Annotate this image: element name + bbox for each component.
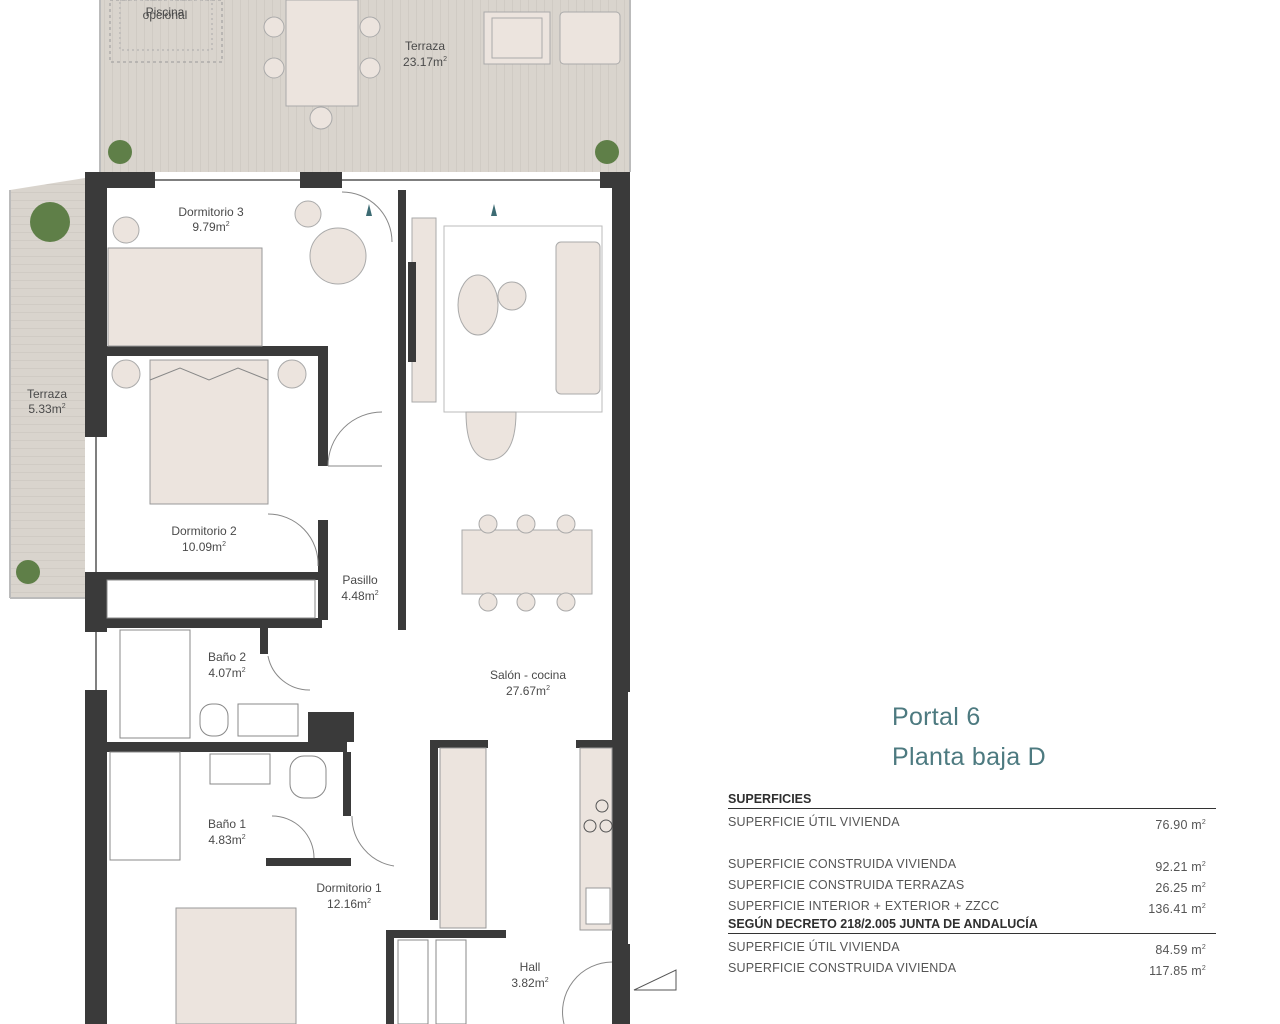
terrace-left-name: Terraza — [27, 387, 67, 401]
row-label: SUPERFICIE INTERIOR + EXTERIOR + ZZCC — [728, 899, 1000, 913]
portal-title: Portal 6 — [892, 703, 981, 731]
row-value: 136.41 m2 — [1148, 902, 1206, 917]
dormitorio2-area: 10.09m2 — [182, 540, 226, 554]
dormitorio1-name: Dormitorio 1 — [316, 881, 382, 895]
table-row: SUPERFICIE INTERIOR + EXTERIOR + ZZCC 13… — [728, 896, 1216, 917]
salon-name: Salón - cocina — [490, 668, 566, 682]
row-value: 92.21 m2 — [1155, 860, 1206, 875]
bano2-name: Baño 2 — [208, 650, 246, 664]
plant-icon — [595, 140, 619, 164]
bano1-name: Baño 1 — [208, 817, 246, 831]
dormitorio2-name: Dormitorio 2 — [171, 524, 237, 538]
floor-plan: Piscina opcional Terraza 23.17m2 Terraza… — [9, 0, 677, 1024]
table-row: SUPERFICIE ÚTIL VIVIENDA 76.90 m2 — [728, 812, 1216, 833]
table-row: SUPERFICIE CONSTRUIDA VIVIENDA 92.21 m2 — [728, 854, 1216, 875]
entry-arrow-icon — [633, 969, 677, 991]
dormitorio3-name: Dormitorio 3 — [178, 205, 244, 219]
hall-name: Hall — [520, 960, 541, 974]
hall-area: 3.82m2 — [511, 976, 548, 990]
bano2-area: 4.07m2 — [208, 666, 245, 680]
pool-label: Piscina — [146, 5, 185, 19]
surface-table: SUPERFICIES SUPERFICIE ÚTIL VIVIENDA 76.… — [728, 792, 1216, 979]
row-value: 84.59 m2 — [1155, 943, 1206, 958]
optional-pool — [109, 0, 223, 63]
pasillo-name: Pasillo — [342, 573, 378, 587]
entry-arrow-icon — [366, 204, 372, 216]
pool-label-2: opcional — [143, 8, 188, 22]
row-label: SUPERFICIE CONSTRUIDA TERRAZAS — [728, 878, 965, 892]
row-label: SUPERFICIE CONSTRUIDA VIVIENDA — [728, 961, 957, 975]
plant-icon — [108, 140, 132, 164]
plant-icon — [16, 560, 40, 584]
dormitorio1-area: 12.16m2 — [327, 897, 371, 911]
walls — [85, 172, 630, 1024]
salon-area: 27.67m2 — [506, 684, 550, 698]
plant-icon — [30, 202, 70, 242]
terrace-top-area: 23.17m2 — [403, 55, 447, 69]
table-row: SUPERFICIE CONSTRUIDA VIVIENDA 117.85 m2 — [728, 958, 1216, 979]
terrace-left — [10, 178, 85, 598]
dormitorio3-area: 9.79m2 — [192, 220, 229, 234]
row-label: SUPERFICIE ÚTIL VIVIENDA — [728, 940, 900, 954]
entry-arrow-icon — [491, 204, 497, 216]
bano1-area: 4.83m2 — [208, 833, 245, 847]
table-row: SUPERFICIE ÚTIL VIVIENDA 84.59 m2 — [728, 937, 1216, 958]
terrace-left-area: 5.33m2 — [28, 402, 65, 416]
table-row: SUPERFICIE CONSTRUIDA TERRAZAS 26.25 m2 — [728, 875, 1216, 896]
section-superficies: SUPERFICIES — [728, 792, 1216, 809]
terrace-top-name: Terraza — [405, 39, 445, 53]
planta-title: Planta baja D — [892, 743, 1046, 771]
row-value: 76.90 m2 — [1155, 818, 1206, 833]
row-label: SUPERFICIE ÚTIL VIVIENDA — [728, 815, 900, 829]
section-decreto: SEGÚN DECRETO 218/2.005 JUNTA DE ANDALUC… — [728, 917, 1216, 934]
row-value: 117.85 m2 — [1149, 964, 1206, 979]
row-value: 26.25 m2 — [1155, 881, 1206, 896]
row-label: SUPERFICIE CONSTRUIDA VIVIENDA — [728, 857, 957, 871]
pasillo-area: 4.48m2 — [341, 589, 378, 603]
